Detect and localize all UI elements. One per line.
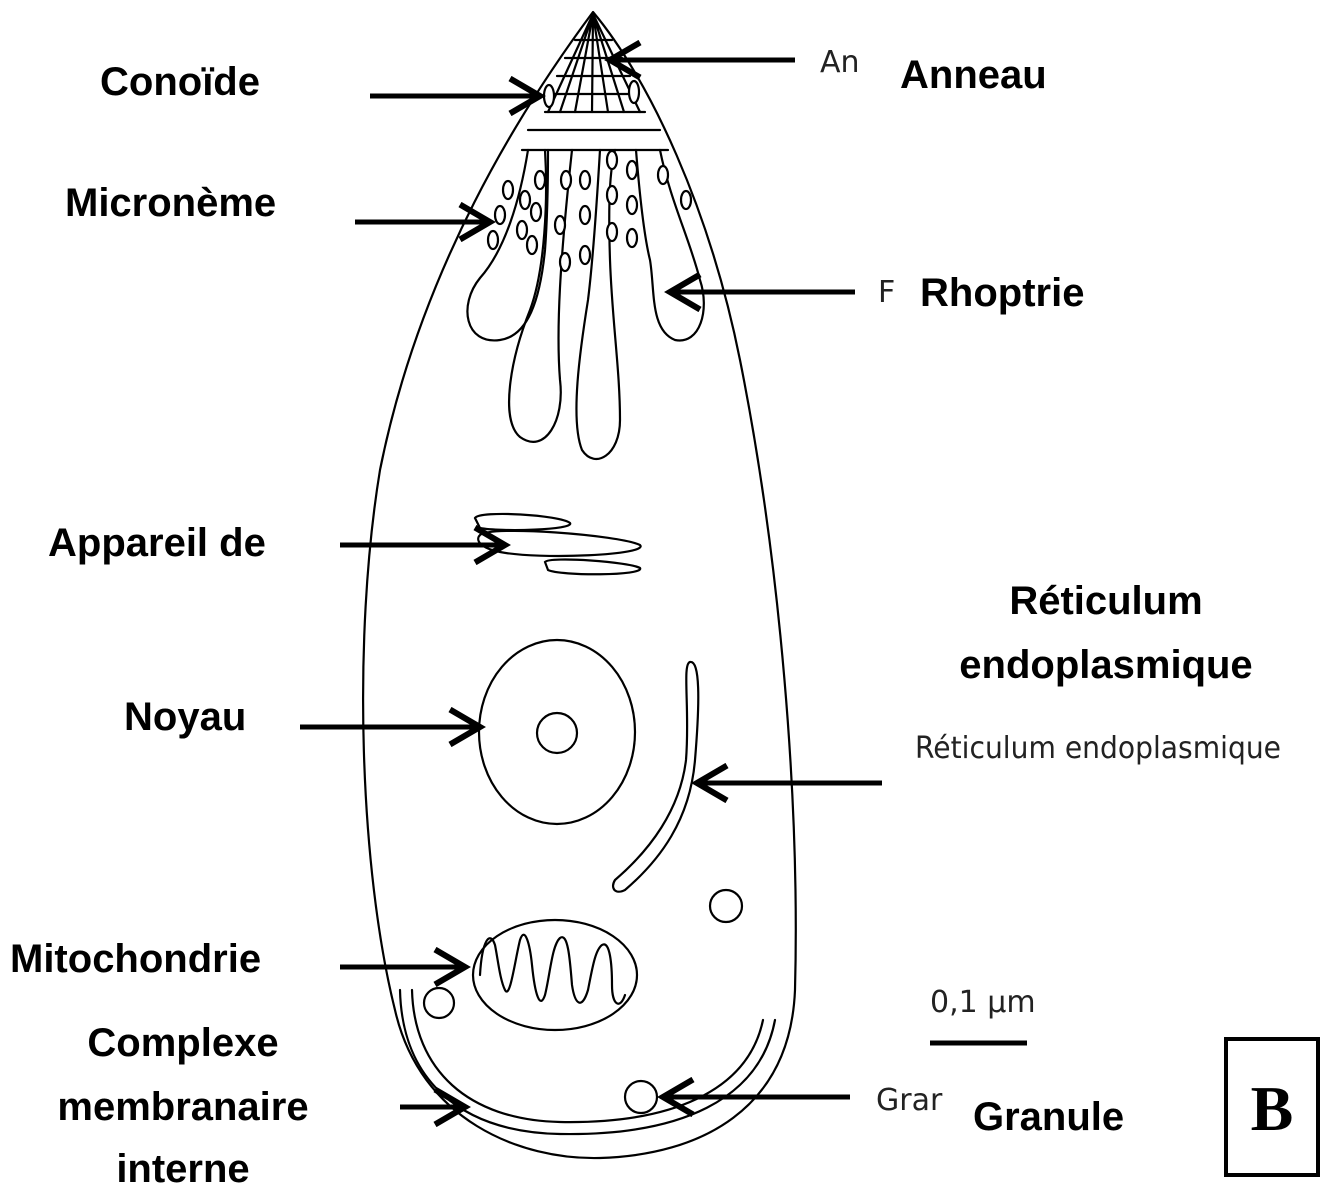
label-anneau: Anneau	[900, 53, 1047, 97]
mitochondrion	[473, 920, 637, 1030]
label-anneau-partial: An	[820, 45, 860, 80]
micronemes	[488, 151, 691, 271]
label-microneme: Micronème	[65, 181, 276, 225]
label-golgi: Appareil de	[48, 521, 266, 565]
label-cmi-line3: interne	[116, 1147, 249, 1189]
label-cmi-line2: membranaire	[57, 1085, 308, 1129]
label-reticulum-line2: endoplasmique	[959, 643, 1252, 687]
rhoptries	[467, 150, 703, 459]
panel-letter-box: B	[1226, 1039, 1318, 1175]
scale-bar-label: 0,1 µm	[930, 985, 1036, 1020]
label-granule: Granule	[973, 1095, 1124, 1139]
label-noyau: Noyau	[124, 695, 246, 739]
scale-bar: 0,1 µm	[930, 985, 1036, 1043]
label-conoide: Conoïde	[100, 60, 260, 104]
nucleus	[479, 640, 635, 824]
label-rhoptrie-partial: F	[878, 275, 895, 310]
label-granule-partial: Grar	[876, 1083, 943, 1118]
label-reticulum-line1: Réticulum	[1009, 579, 1202, 623]
panel-letter: B	[1251, 1073, 1294, 1144]
label-rhoptrie: Rhoptrie	[920, 271, 1084, 315]
label-mitochondrie: Mitochondrie	[10, 937, 261, 981]
label-cmi-line1: Complexe	[87, 1021, 278, 1065]
label-reticulum-small: Réticulum endoplasmique	[915, 731, 1281, 766]
